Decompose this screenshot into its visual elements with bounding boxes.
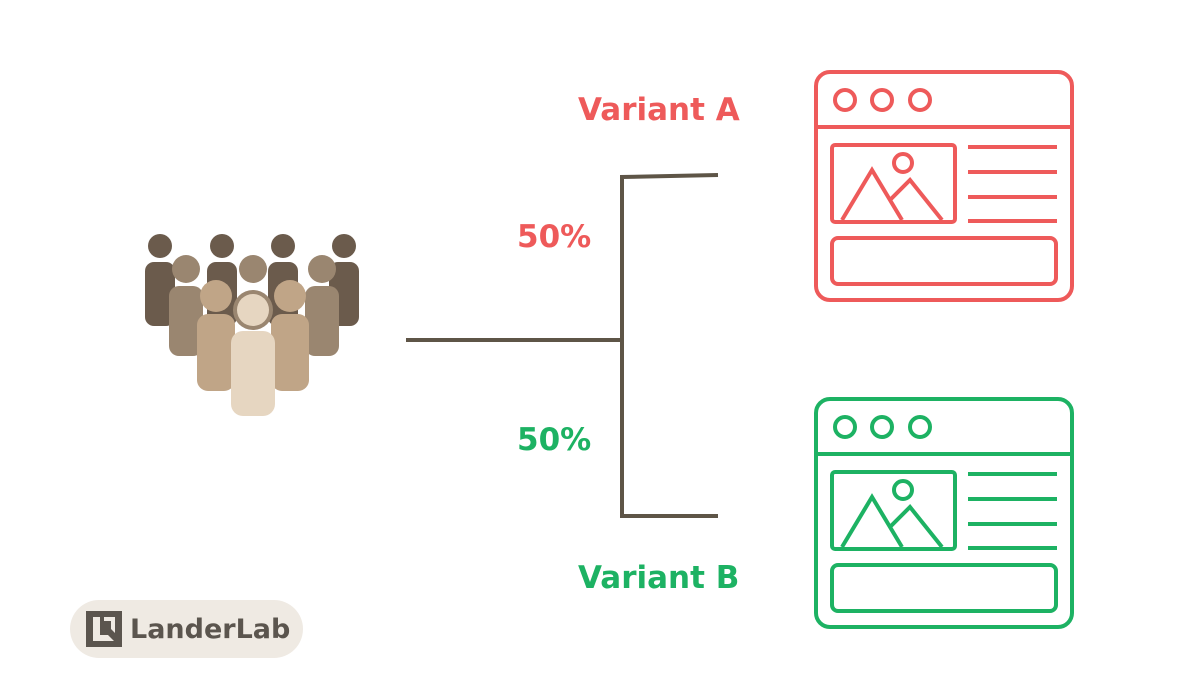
split-connector	[406, 173, 719, 518]
people-group-icon	[145, 234, 359, 416]
landerlab-logo-icon	[86, 611, 122, 647]
variant-b-split: 50%	[517, 422, 592, 458]
variant-b-label: Variant B	[578, 560, 740, 596]
landerlab-logo: LanderLab	[70, 600, 303, 658]
variant-a-split: 50%	[517, 219, 592, 255]
logo-text: LanderLab	[130, 613, 291, 645]
variant-a-label: Variant A	[578, 92, 740, 128]
variant-b-page-icon	[814, 397, 1074, 629]
variant-a-page-icon	[814, 70, 1074, 302]
